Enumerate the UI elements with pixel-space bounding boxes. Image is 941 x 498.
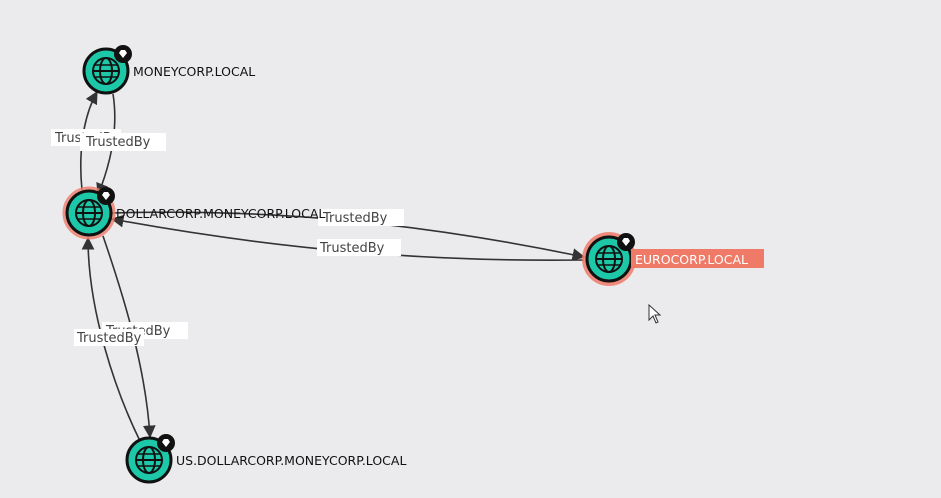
gem-icon [157, 434, 175, 452]
node-moneycorp[interactable]: MONEYCORP.LOCAL [82, 45, 255, 95]
gem-icon [114, 45, 132, 63]
edge-usdollarcorp-dollarcorp[interactable] [81, 236, 141, 442]
svg-text:TrustedBy: TrustedBy [319, 241, 385, 256]
edge-label[interactable]: TrustedBy [317, 239, 401, 256]
node-label: MONEYCORP.LOCAL [133, 64, 255, 79]
nodes-layer: MONEYCORP.LOCAL DOLLARCORP.MONEYCORP. [62, 45, 764, 484]
node-dollarcorp[interactable]: DOLLARCORP.MONEYCORP.LOCAL [62, 186, 325, 240]
svg-text:TrustedBy: TrustedBy [76, 331, 142, 346]
edge-label[interactable]: TrustedBy [318, 209, 404, 226]
edge-label[interactable]: TrustedBy [74, 329, 144, 346]
svg-text:TrustedBy: TrustedBy [322, 211, 388, 226]
edge-label[interactable]: TrustedBy [80, 133, 166, 151]
node-label: US.DOLLARCORP.MONEYCORP.LOCAL [176, 453, 406, 468]
svg-text:TrustedBy: TrustedBy [85, 135, 151, 150]
edge-labels-layer: TrustedBy TrustedBy TrustedBy TrustedBy … [51, 129, 404, 346]
node-label: EUROCORP.LOCAL [635, 252, 748, 267]
gem-icon [617, 233, 635, 251]
gem-icon [97, 187, 115, 205]
node-label: DOLLARCORP.MONEYCORP.LOCAL [116, 206, 325, 221]
node-eurocorp[interactable]: EUROCORP.LOCAL [582, 232, 764, 286]
mouse-cursor-icon [648, 304, 662, 324]
node-us-dollarcorp[interactable]: US.DOLLARCORP.MONEYCORP.LOCAL [125, 434, 406, 484]
